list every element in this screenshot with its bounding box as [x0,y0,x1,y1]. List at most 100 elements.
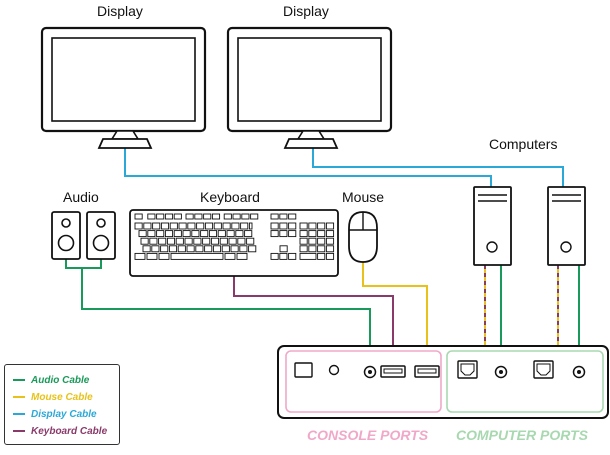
keyboard-key [168,245,178,253]
keyboard-key [317,245,326,253]
keyboard-key [325,252,335,260]
keyboard-key [279,230,288,238]
keyboard-key [217,230,226,238]
keyboard-key [221,245,230,253]
legend-item-display: Display Cable [13,407,97,421]
console-ports-region [285,350,442,413]
keyboard-key [158,237,167,245]
keyboard-key [239,245,248,253]
keyboard-key [270,252,279,260]
keyboard-key [202,237,211,245]
keyboard-key [279,245,288,253]
keyboard-key [169,222,178,230]
keyboard-key [177,245,186,253]
keyboard-key [288,222,297,230]
keyboard-key [160,222,170,230]
keyboard-key [170,252,224,260]
kvm-switch [277,345,609,419]
display-left-label: Display [97,3,143,19]
keyboard-key [241,213,250,220]
keyboard-key [164,230,174,238]
audio-label: Audio [63,189,99,205]
computers-label: Computers [489,136,558,152]
keyboard-key [160,245,169,253]
display-right [226,26,393,149]
legend-swatch-mouse [13,396,25,398]
keyboard-key [200,230,209,238]
keyboard-key [325,237,335,245]
keyboard-key [152,222,161,230]
keyboard-key [299,252,317,260]
computer-ports-region [446,350,604,413]
display-left [40,26,207,149]
legend-swatch-keyboard [13,430,25,432]
keyboard-key [204,245,213,253]
keyboard-key [147,213,156,220]
keyboard-key [142,245,151,253]
keyboard-key [134,213,143,220]
keyboard-key [196,222,205,230]
keyboard-key [317,252,326,260]
keyboard-key [184,237,193,245]
keyboard-key [212,245,222,253]
keyboard-key [156,213,165,220]
keyboard-key [231,222,240,230]
keyboard-key [194,213,203,220]
keyboard-key [325,230,335,238]
keyboard-key [158,252,170,260]
keyboard-key [270,222,279,230]
mouse-device [348,211,378,263]
keyboard-key [193,237,202,245]
keyboard-key [151,245,160,253]
keyboard-key [211,213,221,220]
console-keyboard-usb-port [380,365,406,378]
keyboard-key [204,222,214,230]
keyboard-key [279,213,288,220]
keyboard-key [164,213,174,220]
keyboard-key [147,230,156,238]
keyboard-key [149,237,158,245]
console-ports-label: CONSOLE PORTS [307,427,429,443]
keyboard-label: Keyboard [200,189,260,205]
keyboard-key [156,230,165,238]
keyboard-key [166,237,176,245]
keyboard-key [317,237,326,245]
keyboard-key [223,213,232,220]
keyboard-key [299,230,308,238]
keyboard-key [235,230,244,238]
keyboard-key [191,230,200,238]
keyboard-key [219,237,228,245]
keyboard-key [178,222,187,230]
computer-2 [547,186,586,266]
audio-cable [65,259,371,368]
legend-label-keyboard: Keyboard Cable [31,425,108,437]
legend-label-display: Display Cable [31,408,97,420]
keyboard-key [173,213,182,220]
console-mouse-usb-port [414,365,440,378]
legend-swatch-display [13,413,25,415]
display-right-label: Display [283,3,329,19]
display-cable-left [124,148,492,188]
keyboard-key [175,237,184,245]
legend-item-keyboard: Keyboard Cable [13,424,107,438]
keyboard-key [185,213,194,220]
keyboard-key [182,230,191,238]
keyboard-key [246,237,255,245]
keyboard-key [224,252,236,260]
computer-1 [473,186,512,266]
computer-ports-label: COMPUTER PORTS [456,427,588,443]
keyboard-key [195,245,204,253]
keyboard-key [299,245,308,253]
mouse-cable [362,262,428,366]
keyboard-key [299,237,308,245]
keyboard-key [288,252,297,260]
legend-item-audio: Audio Cable [13,373,89,387]
mouse-label: Mouse [342,189,385,205]
keyboard-key [270,230,279,238]
keyboard-key [317,230,326,238]
keyboard-key [232,213,241,220]
keyboard-key [244,230,253,238]
legend-label-audio: Audio Cable [31,374,90,386]
